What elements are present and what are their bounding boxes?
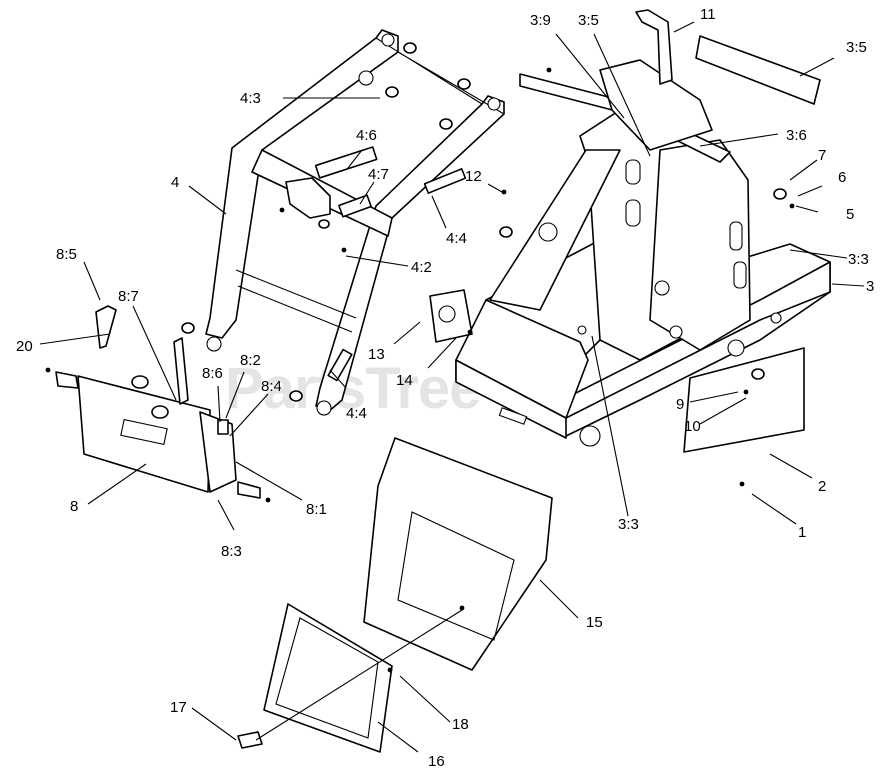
callout-4-2: 4:2 [411,259,432,276]
callout-8-5: 8:5 [56,246,77,263]
callout-3-6: 3:6 [786,127,807,144]
callout-11: 11 [700,6,716,23]
callout-16: 16 [428,753,445,770]
callout-3-5-top: 3:5 [578,12,599,29]
callout-7: 7 [818,147,826,164]
callout-8-2: 8:2 [240,352,261,369]
callout-17: 17 [170,699,187,716]
callout-18: 18 [452,716,469,733]
callout-3: 3 [866,278,874,295]
callout-8: 8 [70,498,78,515]
callout-4: 4 [171,174,179,191]
hardware-parts [45,67,795,749]
callout-14: 14 [396,372,413,389]
callout-4-6: 4:6 [356,127,377,144]
main-chassis-frame [263,9,831,753]
callout-4-4-bottom: 4:4 [346,405,367,422]
watermark-text: PartsTree [225,356,480,421]
callout-8-6: 8:6 [202,365,223,382]
callout-3-5-right: 3:5 [846,39,867,56]
loader-arm-frame [181,29,505,416]
callout-5: 5 [846,206,854,223]
callout-1: 1 [798,524,806,541]
callout-4-3: 4:3 [240,90,261,107]
callout-2: 2 [818,478,826,495]
side-door [55,305,261,499]
callout-8-7: 8:7 [118,288,139,305]
leader-lines [39,21,865,753]
callout-6: 6 [838,169,846,186]
callout-4-7: 4:7 [368,166,389,183]
callout-10: 10 [684,418,701,435]
callout-labels: 3:9 3:5 11 3:5 4:3 4:6 3:6 7 4 4:7 12 6 … [16,6,874,770]
callout-3-3-right: 3:3 [848,251,869,268]
callout-13: 13 [368,346,385,363]
callout-15: 15 [586,614,603,631]
callout-9: 9 [676,396,684,413]
callout-4-4-top: 4:4 [446,230,467,247]
callout-8-4: 8:4 [261,378,282,395]
callout-20: 20 [16,338,33,355]
callout-12: 12 [465,168,482,185]
callout-8-3: 8:3 [221,543,242,560]
callout-3-3-bottom: 3:3 [618,516,639,533]
callout-8-1: 8:1 [306,501,327,518]
callout-3-9: 3:9 [530,12,551,29]
